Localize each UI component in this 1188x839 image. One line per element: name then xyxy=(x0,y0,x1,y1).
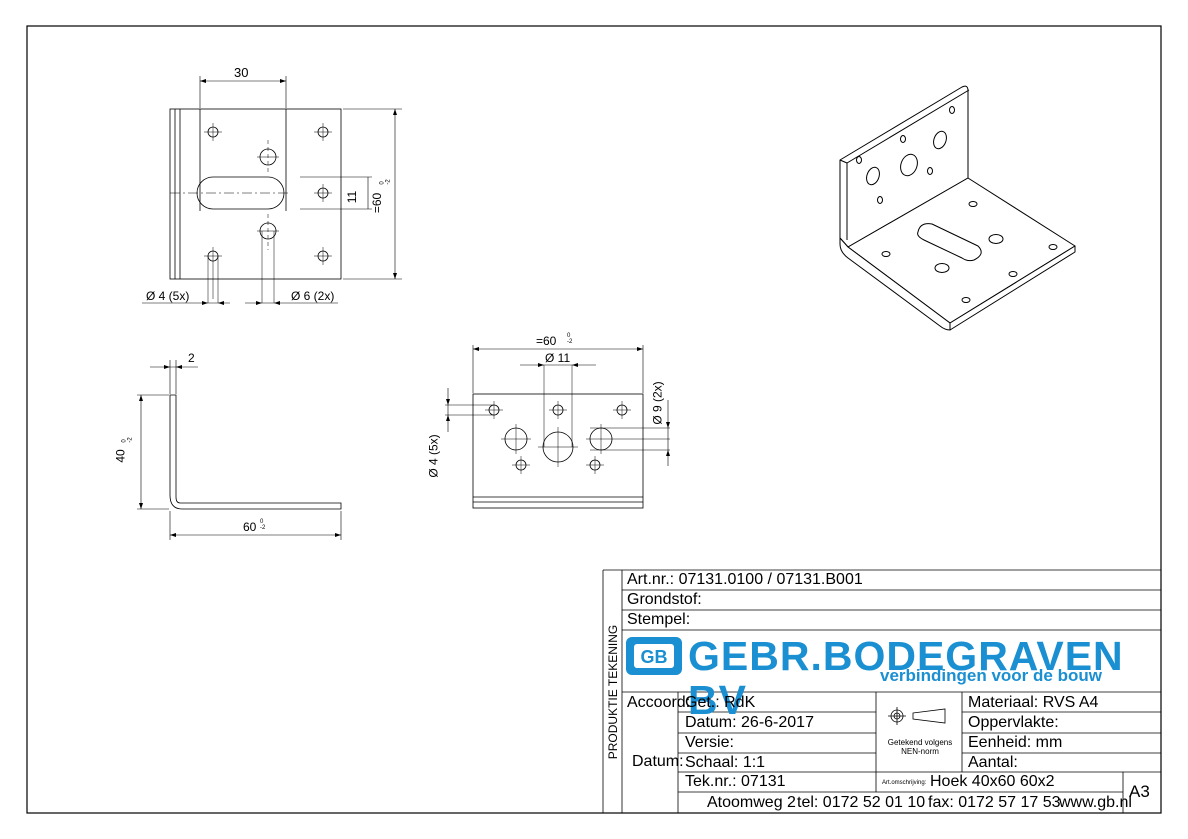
getekend-volgens: Getekend volgens xyxy=(887,738,953,747)
aantal: Aantal: xyxy=(968,754,1018,771)
dim-front-width-tol: 0 -2 xyxy=(567,333,573,345)
side-label: PRODUKTIE TEKENING xyxy=(606,624,620,759)
dim-overall-height: =60 xyxy=(370,192,385,214)
art-nr: Art.nr.: 07131.0100 / 07131.B001 xyxy=(627,571,863,588)
isometric-view xyxy=(839,85,1076,331)
nen-norm: NEN-norm xyxy=(901,747,939,756)
datum-label: Datum: xyxy=(632,753,684,770)
sheet-format: A3 xyxy=(1129,782,1150,801)
dim-leg-length-tol: 0 -2 xyxy=(260,519,266,531)
address: Atoomweg 2 xyxy=(707,794,796,811)
dim-thickness: 2 xyxy=(188,351,195,365)
dim-front-hole11: Ø 11 xyxy=(545,351,571,365)
art-omschrijving: Hoek 40x60 60x2 xyxy=(930,773,1055,790)
title-block-grid xyxy=(602,569,1161,813)
phone: tel: 0172 52 01 10 xyxy=(797,794,926,811)
company-logo-text: GEBR.BODEGRAVEN BV xyxy=(688,633,1124,723)
dim-leg-length: 60 xyxy=(243,520,257,534)
dim-front-width: =60 xyxy=(536,334,557,348)
eenheid: Eenheid: mm xyxy=(968,734,1063,751)
materiaal: Materiaal: RVS A4 xyxy=(968,694,1099,711)
dim-slot-height: 11 xyxy=(345,190,360,204)
projection-symbol-icon xyxy=(888,707,946,725)
accoord-label: Accoord: xyxy=(627,694,691,711)
dim-leg-height-tol: 0 -2 xyxy=(121,437,134,443)
oppervlakte: Oppervlakte: xyxy=(968,714,1059,731)
dim-hole4: Ø 4 (5x) xyxy=(146,289,190,303)
website: www.gb.nl xyxy=(1059,794,1132,811)
get: Get.: RdK xyxy=(685,694,756,711)
dim-front-hole9: Ø 9 (2x) xyxy=(650,381,665,425)
dim-front-hole4: Ø 4 (5x) xyxy=(426,434,441,478)
dim-overall-height-tol: 0 -2 xyxy=(379,179,392,185)
svg-text:GB: GB xyxy=(641,647,668,667)
sheet-border xyxy=(26,25,1162,814)
tek-nr: Tek.nr.: 07131 xyxy=(685,773,786,790)
versie: Versie: xyxy=(685,734,734,751)
front-view xyxy=(445,345,670,509)
art-omschrijving-label: Art.omschrijving: xyxy=(882,780,927,786)
top-view xyxy=(142,76,402,305)
datum: Datum: 26-6-2017 xyxy=(685,714,814,731)
schaal: Schaal: 1:1 xyxy=(685,754,766,771)
company-tagline: verbindingen voor de bouw xyxy=(880,666,1102,685)
dim-leg-height: 40 xyxy=(113,449,128,463)
logo-mark-icon: GB xyxy=(626,637,682,675)
dim-top-width: 30 xyxy=(234,65,249,80)
dim-hole6: Ø 6 (2x) xyxy=(291,289,335,303)
grondstof: Grondstof: xyxy=(627,591,702,608)
fax: fax: 0172 57 17 53 xyxy=(928,794,1061,811)
stempel: Stempel: xyxy=(627,611,691,628)
side-view xyxy=(137,360,342,540)
